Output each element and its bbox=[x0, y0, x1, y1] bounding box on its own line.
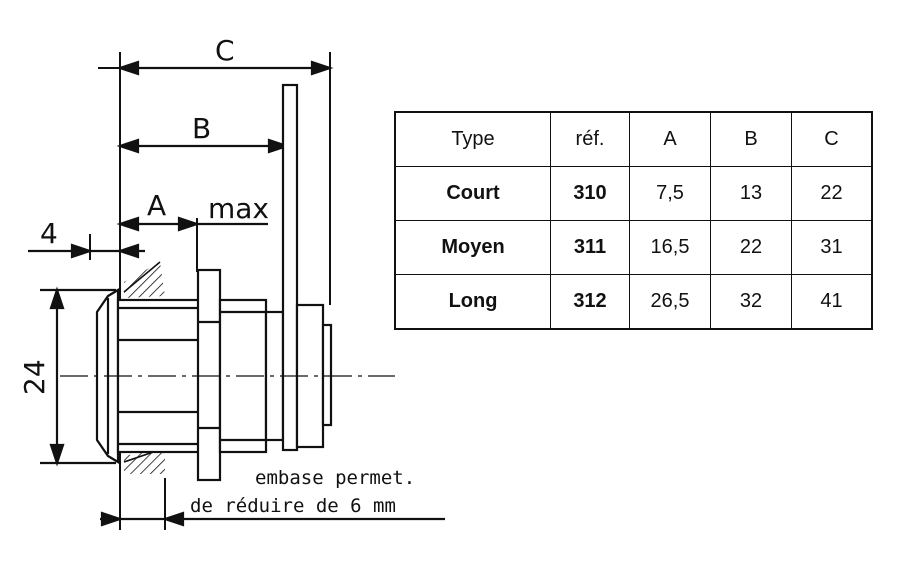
cell-b: 13 bbox=[710, 166, 792, 221]
cell-ref: 311 bbox=[550, 220, 630, 275]
table-row: Long 312 26,5 32 41 bbox=[394, 274, 873, 330]
cell-ref: 312 bbox=[550, 274, 630, 330]
cell-b: 32 bbox=[710, 274, 792, 330]
cell-b: 22 bbox=[710, 220, 792, 275]
cell-type: Moyen bbox=[394, 220, 551, 275]
cell-type: Long bbox=[394, 274, 551, 330]
note-line-2: de réduire de 6 mm bbox=[190, 495, 396, 517]
panel-section bbox=[123, 261, 166, 474]
header-ref: réf. bbox=[550, 111, 630, 167]
cell-a: 26,5 bbox=[629, 274, 711, 330]
cell-c: 22 bbox=[791, 166, 873, 221]
cell-ref: 310 bbox=[550, 166, 630, 221]
cell-c: 31 bbox=[791, 220, 873, 275]
dimension-b bbox=[116, 138, 291, 154]
cell-a: 7,5 bbox=[629, 166, 711, 221]
dim-c-label: C bbox=[215, 34, 235, 67]
dimension-table: Type réf. A B C Court 310 7,5 13 22 Moye… bbox=[394, 111, 873, 330]
dim-a-label: A bbox=[147, 189, 166, 222]
note-line-1: embase permet. bbox=[255, 467, 415, 489]
dim-24-label: 24 bbox=[18, 359, 51, 395]
dim-max-label: max bbox=[208, 192, 269, 225]
header-c: C bbox=[791, 111, 873, 167]
header-type: Type bbox=[394, 111, 551, 167]
dimension-a bbox=[116, 216, 268, 232]
dimension-4 bbox=[28, 243, 145, 259]
dimension-c bbox=[116, 60, 334, 76]
dimension-6mm bbox=[100, 511, 445, 527]
dimension-24 bbox=[40, 286, 116, 467]
cell-type: Court bbox=[394, 166, 551, 221]
table-header-row: Type réf. A B C bbox=[394, 111, 873, 167]
header-a: A bbox=[629, 111, 711, 167]
cell-c: 41 bbox=[791, 274, 873, 330]
dim-4-label: 4 bbox=[40, 217, 58, 250]
header-b: B bbox=[710, 111, 792, 167]
dim-b-label: B bbox=[192, 112, 211, 145]
cell-a: 16,5 bbox=[629, 220, 711, 275]
table-row: Court 310 7,5 13 22 bbox=[394, 166, 873, 221]
table-row: Moyen 311 16,5 22 31 bbox=[394, 220, 873, 275]
